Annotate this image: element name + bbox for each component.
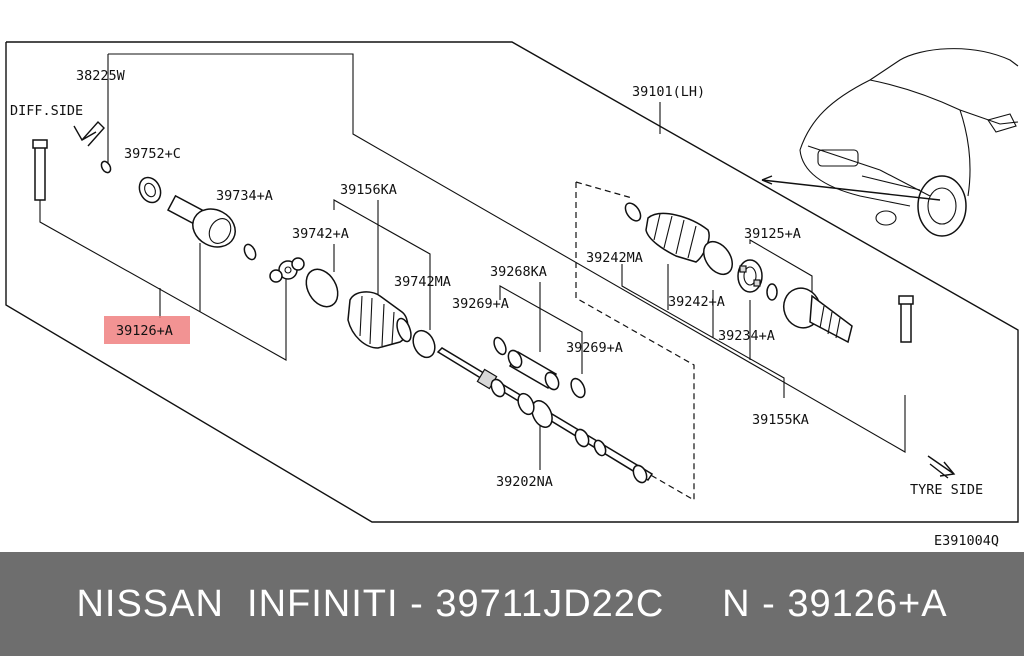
oil-seal-39752 bbox=[138, 176, 162, 204]
bracket-39126 bbox=[39, 200, 287, 361]
bracket-39125 bbox=[749, 239, 813, 292]
footer-banner: NISSAN INFINITI - 39711JD22C N - 39126+A bbox=[0, 552, 1024, 656]
label-39101[interactable]: 39101(LH) bbox=[632, 84, 705, 100]
circlip-39734 bbox=[243, 243, 257, 261]
label-39742a[interactable]: 39742+A bbox=[292, 226, 349, 242]
boot-band-39242a bbox=[702, 240, 734, 276]
outer-joint bbox=[783, 287, 853, 344]
footer-part-number-text: NISSAN INFINITI - 39711JD22C N - 39126+A bbox=[76, 582, 948, 625]
label-39155[interactable]: 39155KA bbox=[752, 412, 809, 428]
dashed-box bbox=[575, 182, 695, 502]
pin-right bbox=[898, 295, 914, 343]
diff-side-arrow-icon bbox=[73, 120, 105, 147]
label-38225[interactable]: 38225W bbox=[76, 68, 126, 84]
circlip-39234 bbox=[766, 283, 778, 301]
label-39125[interactable]: 39125+A bbox=[744, 226, 801, 242]
bearing-39125 bbox=[737, 259, 763, 293]
joint-housing-39126 bbox=[166, 194, 236, 248]
snap-ring-38225 bbox=[100, 160, 112, 174]
label-39269b[interactable]: 39269+A bbox=[566, 340, 623, 356]
label-39156[interactable]: 39156KA bbox=[340, 182, 397, 198]
part-highlight bbox=[104, 316, 190, 344]
tyre-side-arrow-icon bbox=[927, 455, 956, 479]
label-39269a[interactable]: 39269+A bbox=[452, 296, 509, 312]
boot-band-39742ma bbox=[412, 329, 436, 359]
band-39269b bbox=[570, 377, 586, 399]
parts-diagram: DIFF.SIDE TYRE SIDE 38225W 39101(LH) 397… bbox=[5, 41, 1019, 549]
label-39734[interactable]: 39734+A bbox=[216, 188, 273, 204]
label-39742ma[interactable]: 39742MA bbox=[394, 274, 451, 290]
damper-39268 bbox=[507, 349, 560, 391]
assembly-bracket bbox=[108, 53, 906, 453]
outer-frame bbox=[5, 41, 1019, 523]
boot-band-39242-top bbox=[624, 202, 642, 222]
label-39242ma[interactable]: 39242MA bbox=[586, 250, 643, 266]
label-39242a[interactable]: 39242+A bbox=[668, 294, 725, 310]
pin-left bbox=[32, 139, 48, 201]
label-39752[interactable]: 39752+C bbox=[124, 146, 181, 162]
label-39234[interactable]: 39234+A bbox=[718, 328, 775, 344]
label-39202[interactable]: 39202NA bbox=[496, 474, 553, 490]
drive-shaft-39202 bbox=[436, 347, 654, 484]
boot-39242ma bbox=[645, 212, 710, 263]
label-tyre-side: TYRE SIDE bbox=[910, 482, 983, 498]
bracket-39156 bbox=[333, 199, 431, 330]
band-39269a bbox=[493, 336, 507, 356]
vehicle-sketch bbox=[761, 48, 1019, 237]
label-diff-side: DIFF.SIDE bbox=[10, 103, 83, 119]
boot-band-39742a bbox=[305, 268, 339, 308]
boot-39156 bbox=[347, 291, 412, 349]
dashed-box-top bbox=[575, 181, 633, 199]
spider-assembly bbox=[269, 257, 305, 283]
label-39126[interactable]: 39126+A bbox=[116, 323, 173, 339]
bracket-39155 bbox=[621, 264, 785, 398]
figure-code: E391004Q bbox=[934, 533, 999, 549]
bracket-39268 bbox=[499, 285, 583, 374]
label-39268[interactable]: 39268KA bbox=[490, 264, 547, 280]
